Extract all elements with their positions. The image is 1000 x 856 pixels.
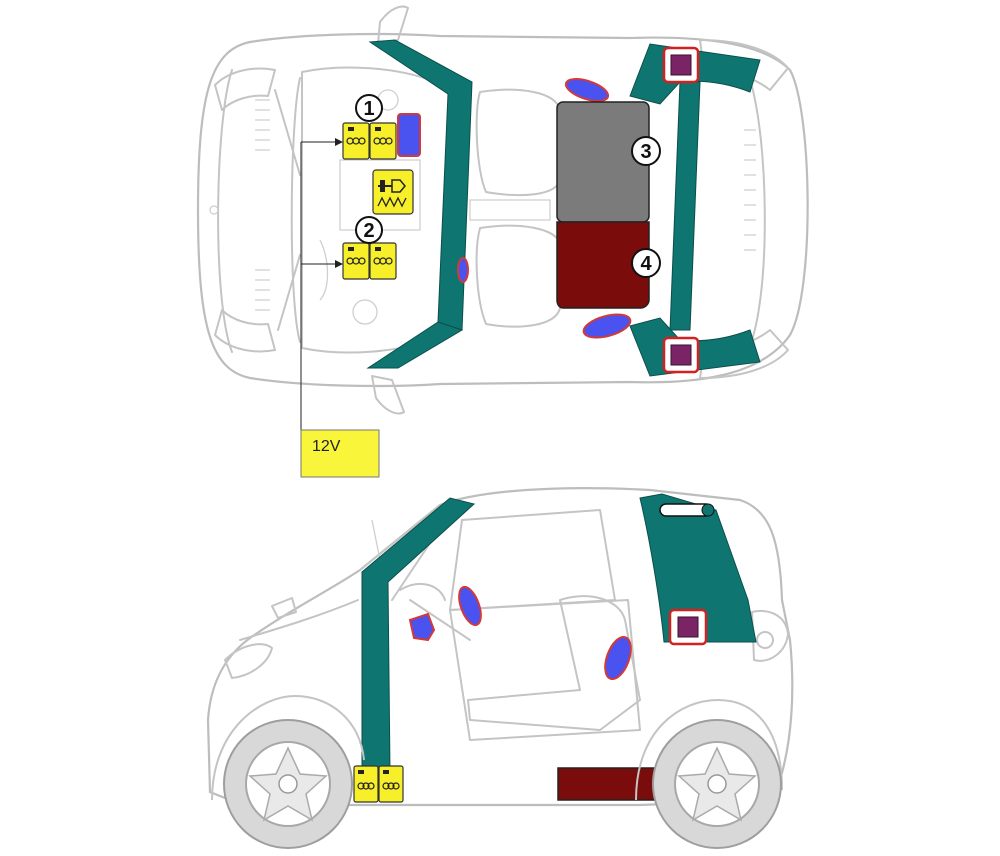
side-view-fuel-tank-icon bbox=[557, 767, 663, 801]
top-view-sensor-inner-bottom bbox=[670, 344, 692, 366]
top-view-fuel-tank-icon bbox=[556, 221, 650, 309]
top-view-engine-detail bbox=[319, 159, 421, 301]
top-view-airbag-icon-1 bbox=[564, 78, 610, 102]
callout-1-number: 1 bbox=[363, 98, 374, 120]
side-view-antenna bbox=[371, 519, 381, 561]
side-view-seat bbox=[467, 595, 641, 731]
callout-2: 2 bbox=[355, 216, 383, 244]
voltage-label: 12V bbox=[312, 438, 341, 455]
top-view-storage-area bbox=[556, 101, 650, 223]
side-view-rear-wheel bbox=[635, 698, 783, 849]
top-view-wiper-2 bbox=[277, 254, 301, 331]
side-view-steering-column bbox=[399, 582, 471, 641]
voltage-label-box: 12V bbox=[300, 429, 380, 478]
callout-3: 3 bbox=[631, 136, 661, 166]
gas-strut-icon bbox=[372, 169, 414, 215]
side-view bbox=[206, 487, 794, 849]
side-view-mirror bbox=[271, 597, 297, 619]
side-view-tail-lamp bbox=[756, 631, 774, 649]
side-view-rear-pillar bbox=[639, 493, 757, 643]
top-view-airbag-icon-2 bbox=[582, 313, 632, 339]
top-view-body-outline bbox=[196, 32, 809, 388]
side-view-front-wheel bbox=[211, 694, 365, 849]
side-view-hood bbox=[239, 599, 359, 641]
top-view-grille bbox=[255, 99, 270, 311]
side-view-tail-light bbox=[751, 610, 789, 662]
top-view-airbag-icon-4 bbox=[457, 257, 469, 283]
top-view-rear-grille bbox=[744, 129, 756, 251]
top-view-emblem bbox=[209, 205, 219, 215]
callout-3-number: 3 bbox=[640, 141, 651, 163]
battery-leader-lines bbox=[300, 138, 343, 430]
top-view-seat-left bbox=[475, 88, 561, 197]
top-view-sensor-inner-top bbox=[670, 54, 692, 76]
top-view-hood-left bbox=[290, 77, 301, 343]
battery-icon-2 bbox=[342, 242, 397, 280]
top-view-headlight-bottom bbox=[214, 309, 276, 353]
top-view-a-pillar-bottom bbox=[366, 321, 464, 369]
top-view-mirror-top bbox=[377, 5, 409, 45]
top-view-reservoir-2 bbox=[352, 299, 378, 325]
side-view-battery-icon bbox=[353, 765, 404, 803]
top-view-seat-right bbox=[475, 224, 561, 328]
callout-2-number: 2 bbox=[363, 220, 374, 242]
side-view-door-outline bbox=[449, 599, 641, 741]
callout-4: 4 bbox=[631, 248, 661, 278]
battery-icon-1 bbox=[342, 122, 397, 160]
side-view-airbag-icon-dash bbox=[408, 612, 436, 642]
side-view-airbag-icon-steering bbox=[458, 585, 482, 627]
top-view: 1 2 3 4 12V bbox=[196, 5, 809, 478]
top-view-headlight-top bbox=[214, 67, 276, 111]
top-view-mirror-bottom bbox=[371, 375, 405, 415]
side-view-roof-rail bbox=[659, 503, 715, 517]
side-view-sensor-inner bbox=[677, 616, 699, 638]
side-view-airbag-icon-seat bbox=[604, 635, 632, 681]
top-view-wiper-1 bbox=[274, 89, 301, 176]
callout-4-number: 4 bbox=[640, 253, 652, 275]
top-view-airbag-icon-3 bbox=[397, 113, 421, 157]
callout-1: 1 bbox=[355, 94, 383, 122]
top-view-center-console bbox=[469, 199, 551, 221]
side-view-headlight bbox=[224, 643, 273, 679]
